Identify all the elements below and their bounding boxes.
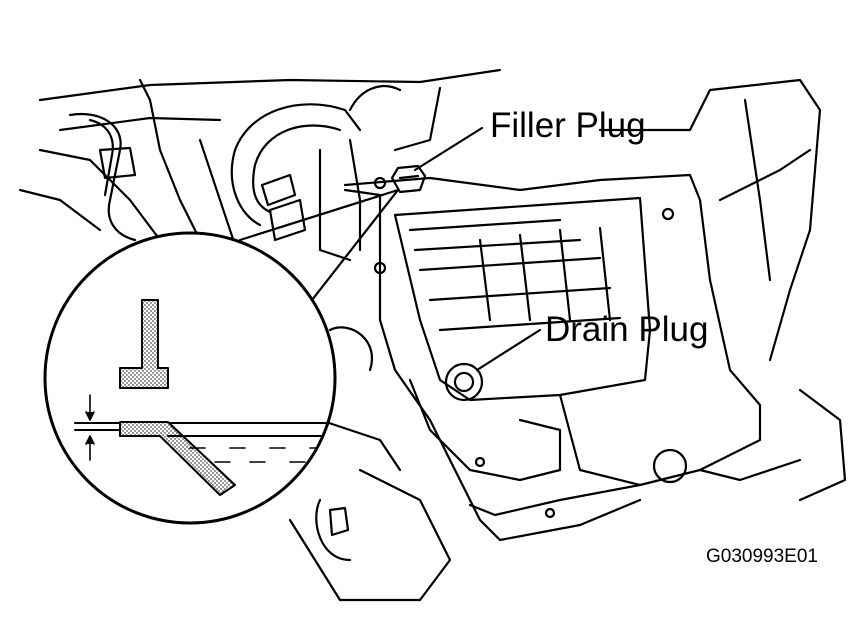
filler-plug (390, 126, 484, 194)
case-bolts (373, 176, 688, 519)
hose (68, 112, 137, 242)
filler-plug-label: Filler Plug (490, 106, 646, 145)
oil-pan (343, 188, 652, 542)
figure-code: G030993E01 (706, 546, 818, 567)
frame-lines (18, 68, 502, 262)
drain-plug (444, 328, 542, 402)
tubes (230, 85, 402, 242)
callout-lines (238, 188, 400, 302)
detail-magnifier (43, 231, 337, 525)
drain-plug-label: Drain Plug (545, 310, 709, 349)
transmission-case (343, 78, 847, 517)
lower-parts (288, 326, 452, 602)
